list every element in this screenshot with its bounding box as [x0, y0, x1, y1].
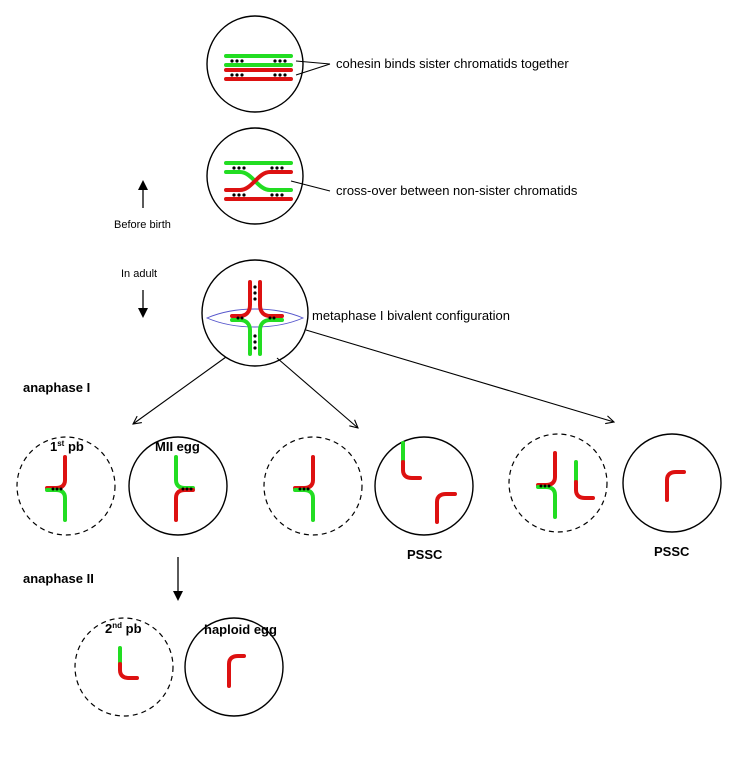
pssc-polar-body-2: [508, 433, 608, 533]
crossover-cell: [206, 127, 304, 225]
mii-egg-label: MII egg: [155, 439, 200, 454]
before-birth-label: Before birth: [114, 219, 171, 231]
first-polar-body: [16, 436, 116, 536]
pssc-polar-body: [263, 436, 363, 536]
arrow-to-set-1: [133, 356, 227, 424]
in-adult-label: In adult: [121, 268, 157, 280]
metaphase-label: metaphase I bivalent configuration: [312, 308, 510, 323]
cohesin-pointer-top: [295, 60, 331, 65]
haploid-egg: [184, 617, 284, 717]
haploid-egg-label: haploid egg: [204, 622, 277, 637]
first-pb-label: 1st pb: [50, 439, 84, 454]
crossover-label: cross-over between non-sister chromatids: [336, 183, 578, 198]
pssc-label-1: PSSC: [407, 547, 443, 562]
metaphase-cell: [201, 259, 309, 367]
pssc-label-2: PSSC: [654, 544, 690, 559]
anaphase-2-label: anaphase II: [23, 571, 94, 586]
cohesin-label: cohesin binds sister chromatids together: [336, 56, 569, 71]
cohesin-cell: [206, 15, 304, 113]
cohesin-pointer-bottom: [295, 63, 331, 76]
crossover-pointer: [290, 180, 331, 192]
mii-egg: [128, 436, 228, 536]
second-pb-label: 2nd pb: [105, 621, 142, 636]
second-polar-body: [74, 617, 174, 717]
spindle: [205, 308, 305, 328]
anaphase-1-label: anaphase I: [23, 380, 90, 395]
pssc-egg-2: [622, 433, 722, 533]
pssc-egg-1: [374, 436, 474, 536]
arrow-to-set-3: [305, 329, 614, 422]
arrow-to-set-2: [276, 357, 358, 428]
